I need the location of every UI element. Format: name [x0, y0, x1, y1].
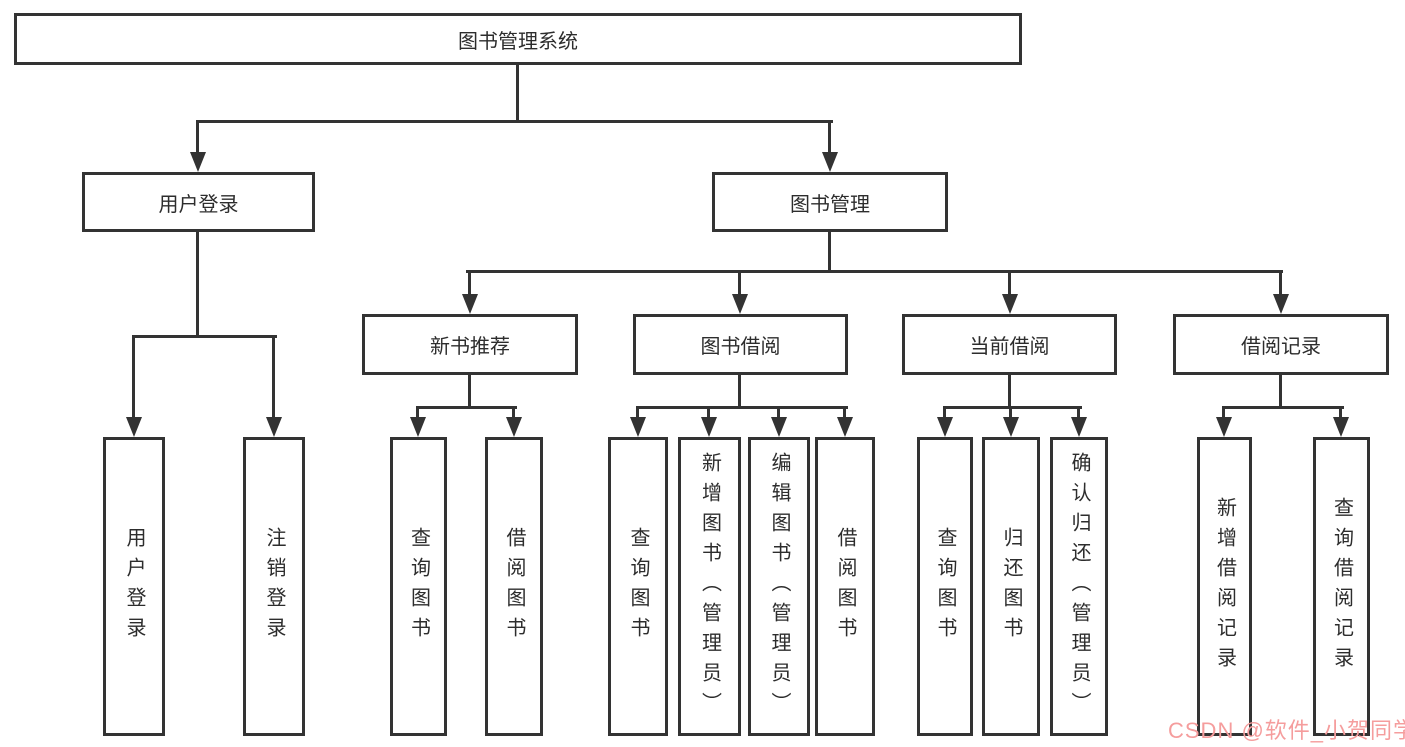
node-book-management-label: 图书管理 [790, 193, 870, 216]
arrow-down-icon [462, 294, 478, 314]
node-current-borrow: 当前借阅 [902, 314, 1117, 375]
node-user-login-label: 用户登录 [158, 193, 239, 216]
leaf-records-query-record-label: 查询借阅记录 [1330, 496, 1353, 677]
connector-records-bar [1222, 406, 1344, 409]
arrow-down-icon [771, 417, 787, 437]
arrow-down-icon [732, 294, 748, 314]
connector-current-drop-3 [1077, 406, 1080, 423]
leaf-newbook-query-books: 查询图书 [390, 437, 447, 736]
leaf-logout-login-label: 注销登录 [263, 526, 285, 647]
arrow-down-icon [190, 152, 206, 172]
connector-bookmgmt-drop-2 [738, 270, 741, 298]
connector-records-drop-1 [1222, 406, 1225, 423]
node-borrow-records: 借阅记录 [1173, 314, 1389, 375]
node-new-book-recommend: 新书推荐 [362, 314, 578, 375]
leaf-borrow-borrow-books-label: 借阅图书 [834, 526, 856, 647]
connector-bookmgmt-drop-4 [1279, 270, 1282, 298]
connector-root-stem [516, 63, 519, 120]
arrow-down-icon [1216, 417, 1232, 437]
connector-records-stem [1279, 373, 1282, 408]
connector-borrow-stem [738, 373, 741, 408]
connector-root-drop-right [828, 120, 831, 156]
connector-bookmgmt-stem [828, 230, 831, 272]
leaf-logout-login: 注销登录 [243, 437, 305, 736]
arrow-down-icon [410, 417, 426, 437]
leaf-current-confirm-return-admin: 确认归还（管理员） [1050, 437, 1108, 736]
node-borrow-records-label: 借阅记录 [1241, 336, 1321, 358]
leaf-borrow-query-books: 查询图书 [608, 437, 668, 736]
arrow-down-icon [937, 417, 953, 437]
connector-borrow-bar [636, 406, 848, 409]
node-book-borrow: 图书借阅 [633, 314, 848, 375]
node-root: 图书管理系统 [14, 13, 1022, 65]
node-root-label: 图书管理系统 [458, 30, 578, 53]
connector-userlogin-drop-1 [132, 335, 135, 421]
connector-borrow-drop-3 [777, 406, 780, 423]
leaf-borrow-query-books-label: 查询图书 [627, 526, 649, 647]
connector-newbook-drop-2 [512, 406, 515, 423]
connector-records-drop-2 [1339, 406, 1342, 423]
arrow-down-icon [837, 417, 853, 437]
leaf-records-add-record: 新增借阅记录 [1197, 437, 1252, 736]
connector-userlogin-drop-2 [272, 335, 275, 421]
connector-bookmgmt-bar [466, 270, 1283, 273]
arrow-down-icon [266, 417, 282, 437]
node-book-borrow-label: 图书借阅 [700, 336, 781, 358]
arrow-down-icon [1333, 417, 1349, 437]
connector-bookmgmt-drop-3 [1008, 270, 1011, 298]
connector-userlogin-stem [196, 230, 199, 337]
connector-bookmgmt-drop-1 [468, 270, 471, 298]
leaf-borrow-borrow-books: 借阅图书 [815, 437, 875, 736]
connector-root-drop-left [196, 120, 199, 156]
leaf-user-login: 用户登录 [103, 437, 165, 736]
connector-newbook-stem [468, 373, 471, 408]
arrow-down-icon [1071, 417, 1087, 437]
leaf-current-return-books-label: 归还图书 [1000, 526, 1022, 647]
leaf-borrow-add-books-admin: 新增图书（管理员） [678, 437, 741, 736]
leaf-current-confirm-return-admin-label: 确认归还（管理员） [1068, 451, 1090, 722]
arrow-down-icon [822, 152, 838, 172]
connector-borrow-drop-2 [707, 406, 710, 423]
connector-newbook-bar [416, 406, 517, 409]
leaf-borrow-edit-books-admin: 编辑图书（管理员） [748, 437, 810, 736]
leaf-records-query-record: 查询借阅记录 [1313, 437, 1370, 736]
arrow-down-icon [630, 417, 646, 437]
csdn-watermark: CSDN @软件_小贺同学 [1168, 718, 1405, 743]
leaf-current-query-books: 查询图书 [917, 437, 973, 736]
connector-borrow-drop-4 [843, 406, 846, 423]
connector-current-stem [1008, 373, 1011, 408]
arrow-down-icon [506, 417, 522, 437]
leaf-newbook-query-books-label: 查询图书 [407, 526, 430, 647]
node-new-book-recommend-label: 新书推荐 [430, 336, 510, 358]
arrow-down-icon [1003, 417, 1019, 437]
leaf-user-login-label: 用户登录 [123, 526, 145, 647]
arrow-down-icon [1273, 294, 1289, 314]
arrow-down-icon [701, 417, 717, 437]
arrow-down-icon [1002, 294, 1018, 314]
leaf-records-add-record-label: 新增借阅记录 [1213, 496, 1236, 677]
connector-newbook-drop-1 [416, 406, 419, 423]
connector-borrow-drop-1 [636, 406, 639, 423]
node-current-borrow-label: 当前借阅 [969, 336, 1050, 358]
leaf-newbook-borrow-books-label: 借阅图书 [503, 526, 525, 647]
leaf-newbook-borrow-books: 借阅图书 [485, 437, 543, 736]
leaf-borrow-edit-books-admin-label: 编辑图书（管理员） [768, 451, 790, 722]
connector-current-drop-1 [943, 406, 946, 423]
connector-root-bar [196, 120, 833, 123]
arrow-down-icon [126, 417, 142, 437]
leaf-current-return-books: 归还图书 [982, 437, 1040, 736]
connector-userlogin-bar [132, 335, 277, 338]
leaf-borrow-add-books-admin-label: 新增图书（管理员） [698, 451, 721, 722]
connector-current-drop-2 [1009, 406, 1012, 423]
connector-current-bar [943, 406, 1082, 409]
node-book-management: 图书管理 [712, 172, 948, 232]
node-user-login: 用户登录 [82, 172, 315, 232]
leaf-current-query-books-label: 查询图书 [934, 526, 956, 647]
